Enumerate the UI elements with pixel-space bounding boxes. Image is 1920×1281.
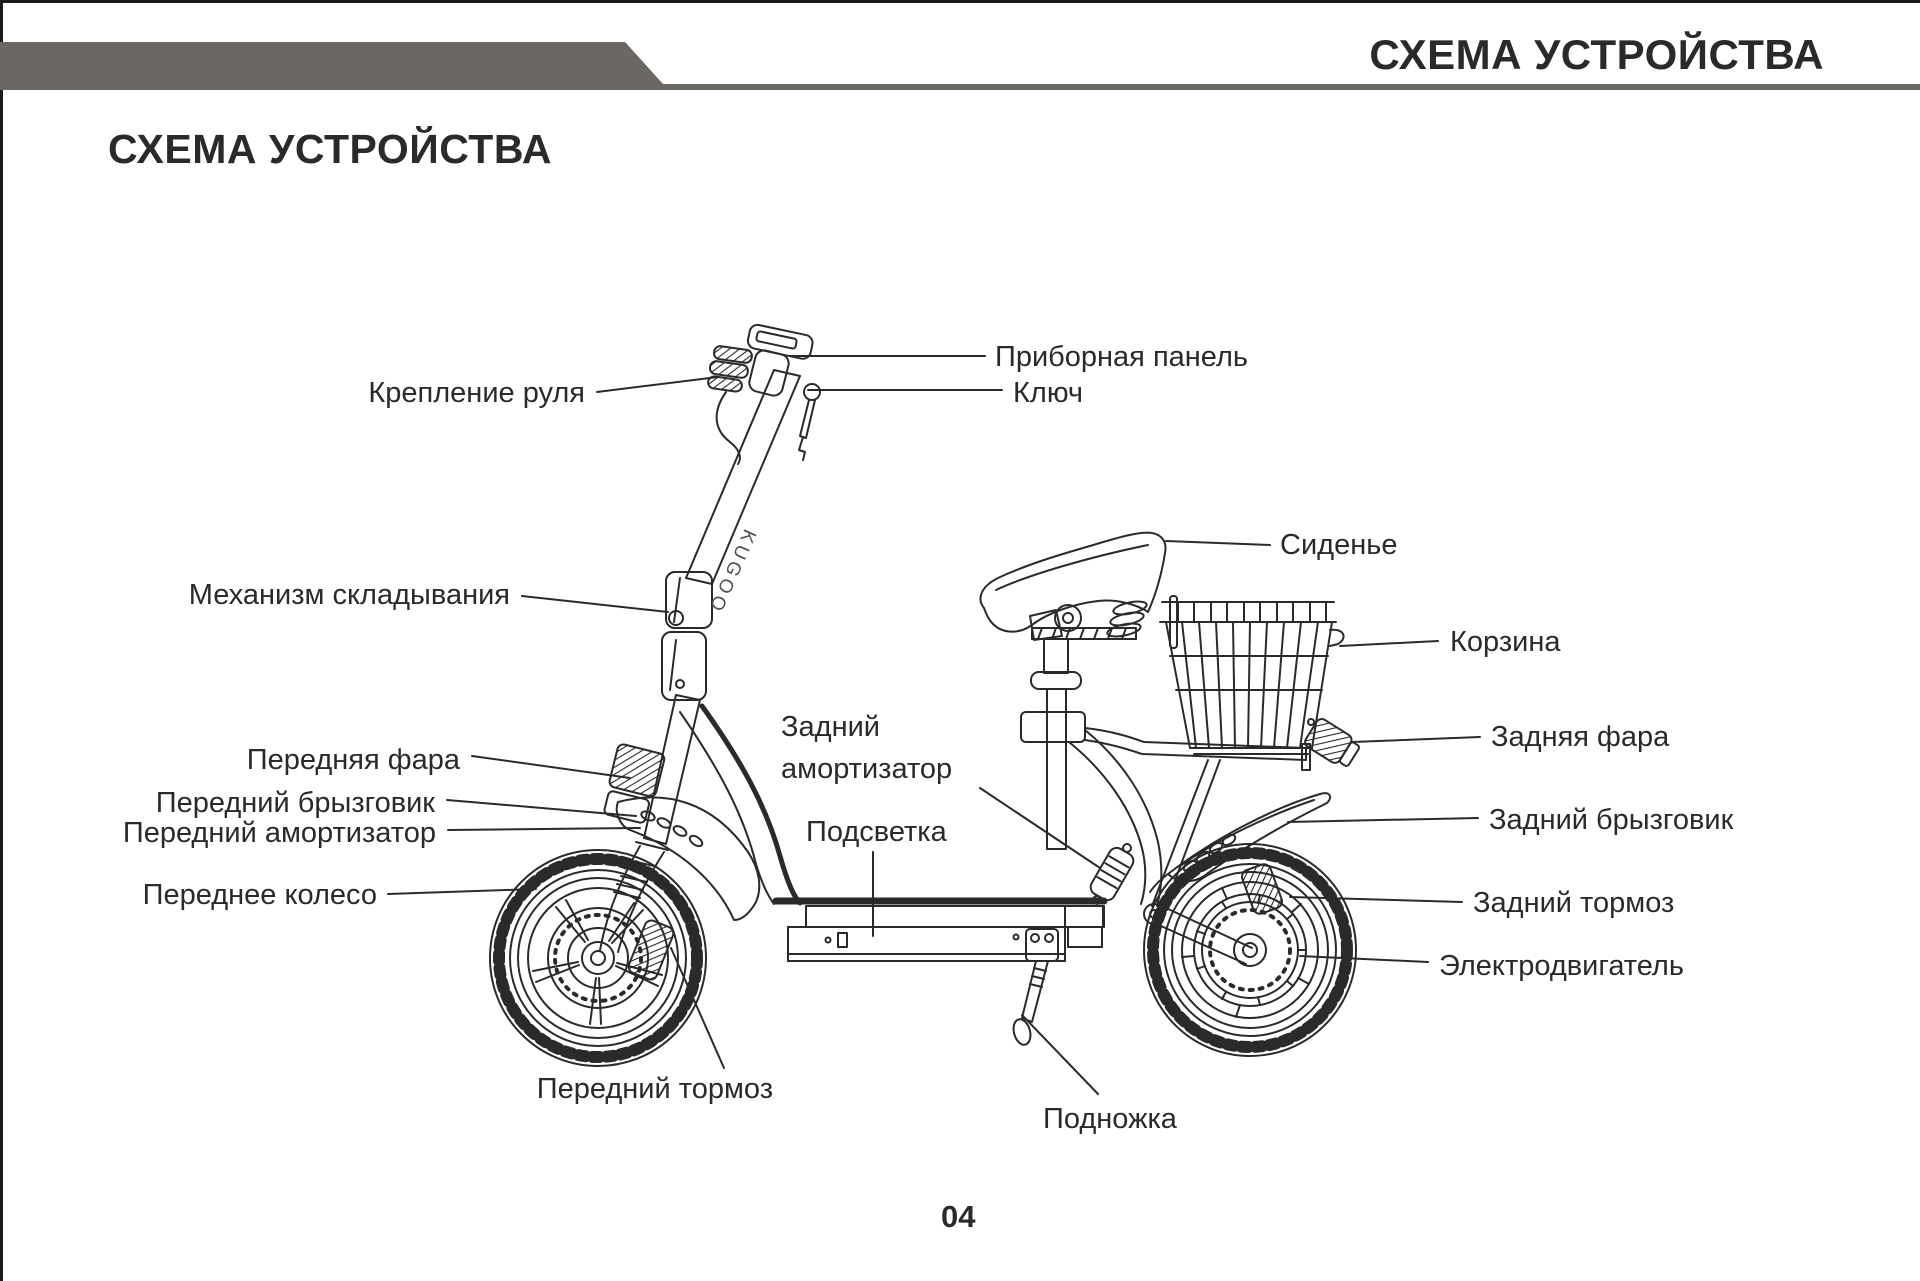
label-front-mudguard: Передний брызговик: [155, 787, 435, 819]
label-handlebar-mount: Крепление руля: [368, 377, 585, 409]
seat-drawing: [979, 531, 1167, 850]
rear-brake-caliper: [1241, 863, 1283, 915]
label-rear-light: Задняя фара: [1491, 721, 1670, 753]
front-wheel-drawing: [489, 849, 707, 1067]
page-title: СХЕМА УСТРОЙСТВА: [108, 126, 553, 172]
stem-drawing: KUGOO: [599, 323, 821, 953]
label-motor: Электродвигатель: [1439, 950, 1684, 982]
label-rear-mudguard: Задний брызговик: [1489, 804, 1734, 836]
rear-wheel-drawing: [1143, 843, 1357, 1057]
label-front-light: Передняя фара: [246, 744, 460, 776]
front-brake-caliper: [627, 919, 675, 981]
label-kickstand: Подножка: [1043, 1103, 1177, 1135]
folded-grips: [707, 345, 753, 393]
label-underglow: Подсветка: [806, 816, 947, 848]
rear-mudguard-drawing: [1149, 792, 1332, 893]
label-seat: Сиденье: [1280, 529, 1398, 561]
front-light-drawing: [603, 743, 666, 824]
header-divider: [0, 84, 1920, 90]
page-edge-top: [0, 0, 1920, 3]
key-drawing: [798, 383, 821, 461]
leader-lines: [387, 355, 1481, 1095]
page-edge-left: [0, 0, 3, 1281]
label-key: Ключ: [1013, 377, 1084, 409]
label-front-brake: Передний тормоз: [536, 1073, 773, 1105]
page-number: 04: [941, 1199, 976, 1234]
label-rear-brake: Задний тормоз: [1473, 887, 1675, 919]
label-front-shock: Передний амортизатор: [122, 817, 436, 849]
frame-deck-drawing: [679, 703, 1108, 962]
label-basket: Корзина: [1450, 626, 1561, 658]
label-rear-shock: Задний амортизатор: [781, 711, 953, 786]
rear-frame-drawing: [1068, 727, 1307, 965]
label-folding-mechanism: Механизм складывания: [188, 579, 510, 611]
rear-shock-drawing: [1089, 843, 1135, 905]
front-mudguard-drawing: [615, 796, 761, 921]
basket-drawing: [1159, 595, 1345, 755]
label-dashboard: Приборная панель: [995, 341, 1248, 373]
header-title: СХЕМА УСТРОЙСТВА: [1369, 31, 1824, 78]
kickstand-drawing: [1012, 928, 1059, 1046]
rear-light-drawing: [1301, 718, 1360, 771]
label-front-wheel: Переднее колесо: [142, 879, 377, 911]
folding-mechanism-drawing: [661, 571, 713, 701]
header-band: [0, 42, 663, 84]
